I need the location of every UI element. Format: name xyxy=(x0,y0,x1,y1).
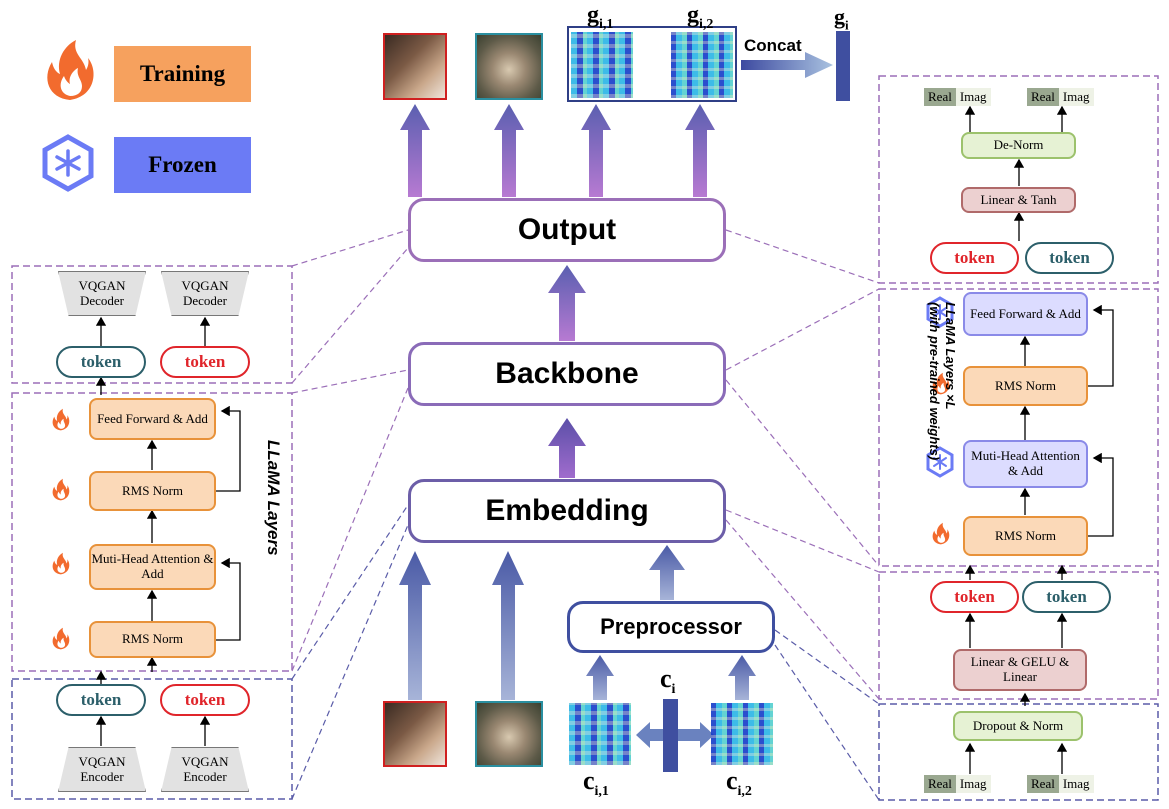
panel-left-bot xyxy=(11,678,293,800)
token-left-bot-2: token xyxy=(160,684,250,716)
right-rms-norm-1: RMS Norm xyxy=(963,366,1088,406)
left-rms-norm-1: RMS Norm xyxy=(89,471,216,511)
legend-training-label: Training xyxy=(139,60,226,86)
arrow-img2-embedding xyxy=(492,551,524,700)
token-right-top-1: token xyxy=(930,242,1019,274)
vqgan-decoder-1: VQGAN Decoder xyxy=(58,271,146,316)
right-multi-head-attention: Muti-Head Attention & Add xyxy=(963,440,1088,488)
label-gi2: gi,2 xyxy=(687,2,714,32)
right-rms-norm-2: RMS Norm xyxy=(963,516,1088,556)
heatmap-ci2 xyxy=(711,703,773,765)
label-ci2: ci,2 xyxy=(726,766,752,800)
snowflake-icon xyxy=(42,134,94,192)
flame-icon xyxy=(52,627,70,650)
label-gi: gi xyxy=(834,4,849,33)
label-ci1: ci,1 xyxy=(583,766,609,800)
heatmap-gi2 xyxy=(671,32,733,98)
dropout-norm-box: Dropout & Norm xyxy=(953,711,1083,741)
token-left-bot-1: token xyxy=(56,684,146,716)
output-arrows xyxy=(400,104,715,197)
arrow-img1-embedding xyxy=(399,551,431,700)
token-right-top-2: token xyxy=(1025,242,1114,274)
legend-training: Training xyxy=(114,46,251,102)
panel-right-low xyxy=(878,571,1159,700)
flame-icon xyxy=(52,408,70,431)
arrow-backbone-output xyxy=(548,265,586,341)
arrow-ci2-pre xyxy=(728,655,756,700)
left-feed-forward: Feed Forward & Add xyxy=(89,398,216,440)
flame-icon xyxy=(52,552,70,575)
preprocessor-box: Preprocessor xyxy=(567,601,775,653)
token-left-top-1: token xyxy=(56,346,146,378)
flame-icon xyxy=(52,478,70,501)
left-multi-head-attention: Muti-Head Attention & Add xyxy=(89,544,216,590)
panel-left-top xyxy=(11,265,293,384)
label-ci: ci xyxy=(660,664,676,698)
vqgan-encoder-2: VQGAN Encoder xyxy=(161,747,249,792)
connector-lines xyxy=(291,229,880,700)
arrow-pre-embedding xyxy=(649,545,685,600)
right-feed-forward: Feed Forward & Add xyxy=(963,292,1088,336)
snowflake-icon xyxy=(926,296,954,328)
label-gi1: gi,1 xyxy=(587,2,614,32)
snowflake-icon xyxy=(926,446,954,478)
vqgan-decoder-2: VQGAN Decoder xyxy=(161,271,249,316)
token-right-low-2: token xyxy=(1022,581,1111,613)
heatmap-gi1 xyxy=(571,32,633,98)
heatmap-ci1 xyxy=(569,703,631,765)
right-llama-title: LLaMA Layers ×L (with pre-trained weight… xyxy=(927,302,958,461)
cat-image-output-1 xyxy=(383,33,447,100)
label-concat: Concat xyxy=(744,36,802,55)
linear-tanh-box: Linear & Tanh xyxy=(961,187,1076,213)
token-left-top-2: token xyxy=(160,346,250,378)
arrow-concat xyxy=(741,52,833,78)
cat-image-output-2 xyxy=(475,33,543,100)
cat-image-input-1 xyxy=(383,701,447,767)
arrow-embedding-backbone xyxy=(548,418,586,478)
embedding-box: Embedding xyxy=(408,479,726,543)
flame-icon xyxy=(932,372,950,395)
cat-image-input-2 xyxy=(475,701,543,767)
left-rms-norm-2: RMS Norm xyxy=(89,621,216,658)
de-norm-box: De-Norm xyxy=(961,132,1076,159)
output-box: Output xyxy=(408,198,726,262)
token-right-low-1: token xyxy=(930,581,1019,613)
flame-icon xyxy=(47,40,94,100)
arrow-ci1-pre xyxy=(586,655,614,700)
vqgan-encoder-1: VQGAN Encoder xyxy=(58,747,146,792)
gi-vector xyxy=(836,31,850,101)
legend-frozen-label: Frozen xyxy=(148,151,217,177)
legend-frozen: Frozen xyxy=(114,137,251,193)
flame-icon xyxy=(932,522,950,545)
panel-right-mid xyxy=(878,288,1159,567)
backbone-box: Backbone xyxy=(408,342,726,406)
linear-gelu-box: Linear & GELU & Linear xyxy=(953,649,1087,691)
